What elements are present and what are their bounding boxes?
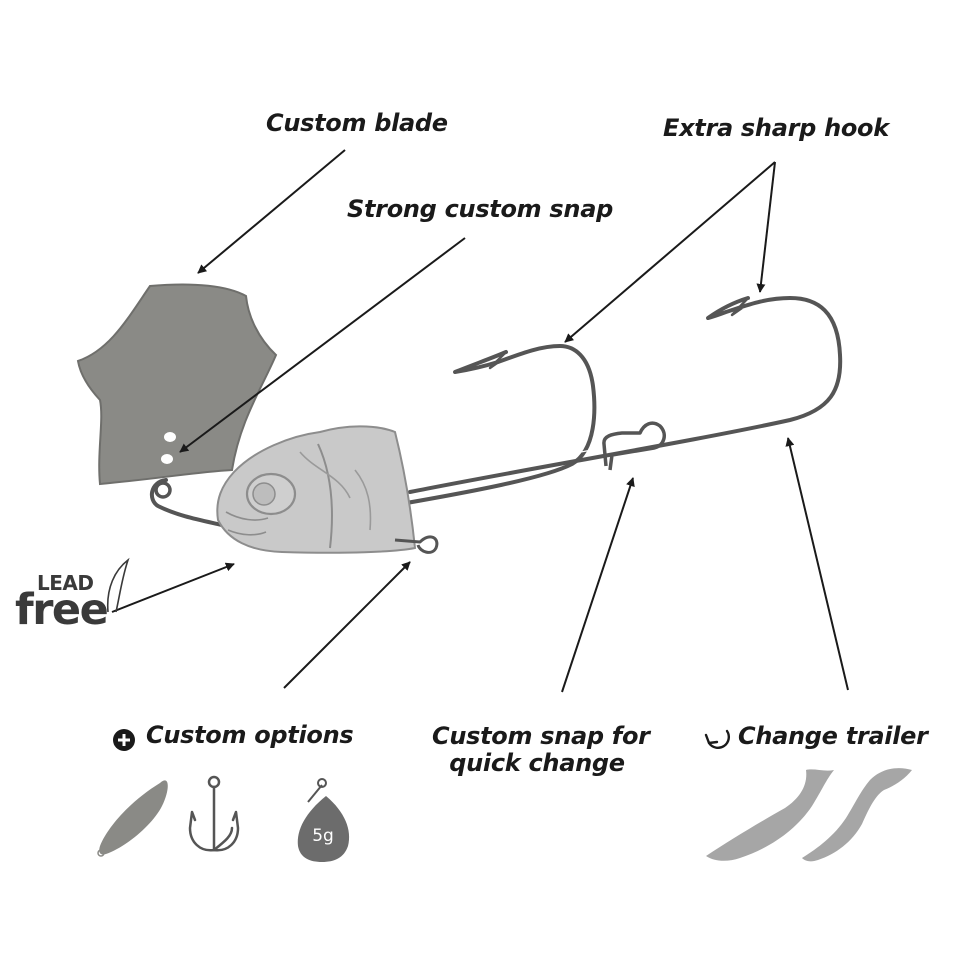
label-change-trailer: Change trailer — [738, 722, 928, 750]
strong-snap-wire — [149, 478, 224, 527]
lead-free-badge-top: LEAD — [37, 571, 94, 595]
arrow-lead-free — [111, 562, 235, 613]
custom-blade — [76, 283, 278, 486]
blade-hole-1 — [164, 432, 176, 442]
lure-head — [216, 425, 417, 554]
arrow-custom-blade — [197, 149, 346, 274]
weight-option-label: 5g — [312, 826, 334, 846]
head-mouth — [225, 511, 269, 536]
lead-free-badge-bottom: free — [15, 585, 109, 635]
weight-option-icon — [297, 778, 350, 862]
label-quick-snap-line2: quick change — [449, 748, 625, 777]
refresh-icon — [704, 729, 730, 750]
label-quick-snap-line1: Custom snap for — [432, 722, 650, 750]
label-strong-snap: Strong custom snap — [347, 195, 613, 223]
label-sharp-hook: Extra sharp hook — [663, 114, 889, 142]
arrow-sharp-hook-2 — [756, 161, 776, 293]
hook-barb-2 — [730, 297, 749, 317]
head-gill-2 — [299, 451, 372, 531]
label-custom-blade: Custom blade — [266, 109, 448, 137]
quick-change-snap — [602, 421, 666, 471]
trailer-tie-eye — [394, 535, 439, 554]
arrow-quick-snap — [561, 477, 635, 693]
hook-barb-1 — [488, 351, 507, 370]
hook-shank-2-edge — [409, 356, 832, 485]
leaf-icon — [106, 557, 130, 613]
hook-shank-1 — [393, 344, 597, 507]
trailer-shad-2 — [802, 768, 912, 862]
label-custom-options: Custom options — [146, 721, 354, 749]
label-quick-snap: Custom snap for quick change — [432, 722, 650, 777]
trailer-shad-1 — [706, 769, 834, 861]
arrow-sharp-hook-1 — [564, 161, 776, 343]
arrow-change-trailer — [785, 437, 849, 691]
arrow-custom-options — [283, 561, 411, 689]
snap-eye — [154, 481, 172, 499]
arrow-strong-snap — [179, 237, 466, 453]
treble-hook-option-icon — [188, 775, 240, 852]
spoon-option-icon — [97, 780, 168, 857]
plus-circle-icon — [113, 729, 135, 751]
blade-hole-2 — [161, 454, 173, 464]
head-gill — [317, 443, 333, 549]
hook-shank-1-edge — [394, 387, 588, 498]
head-eye-pupil — [252, 482, 276, 506]
hook-shank-2 — [408, 296, 843, 494]
